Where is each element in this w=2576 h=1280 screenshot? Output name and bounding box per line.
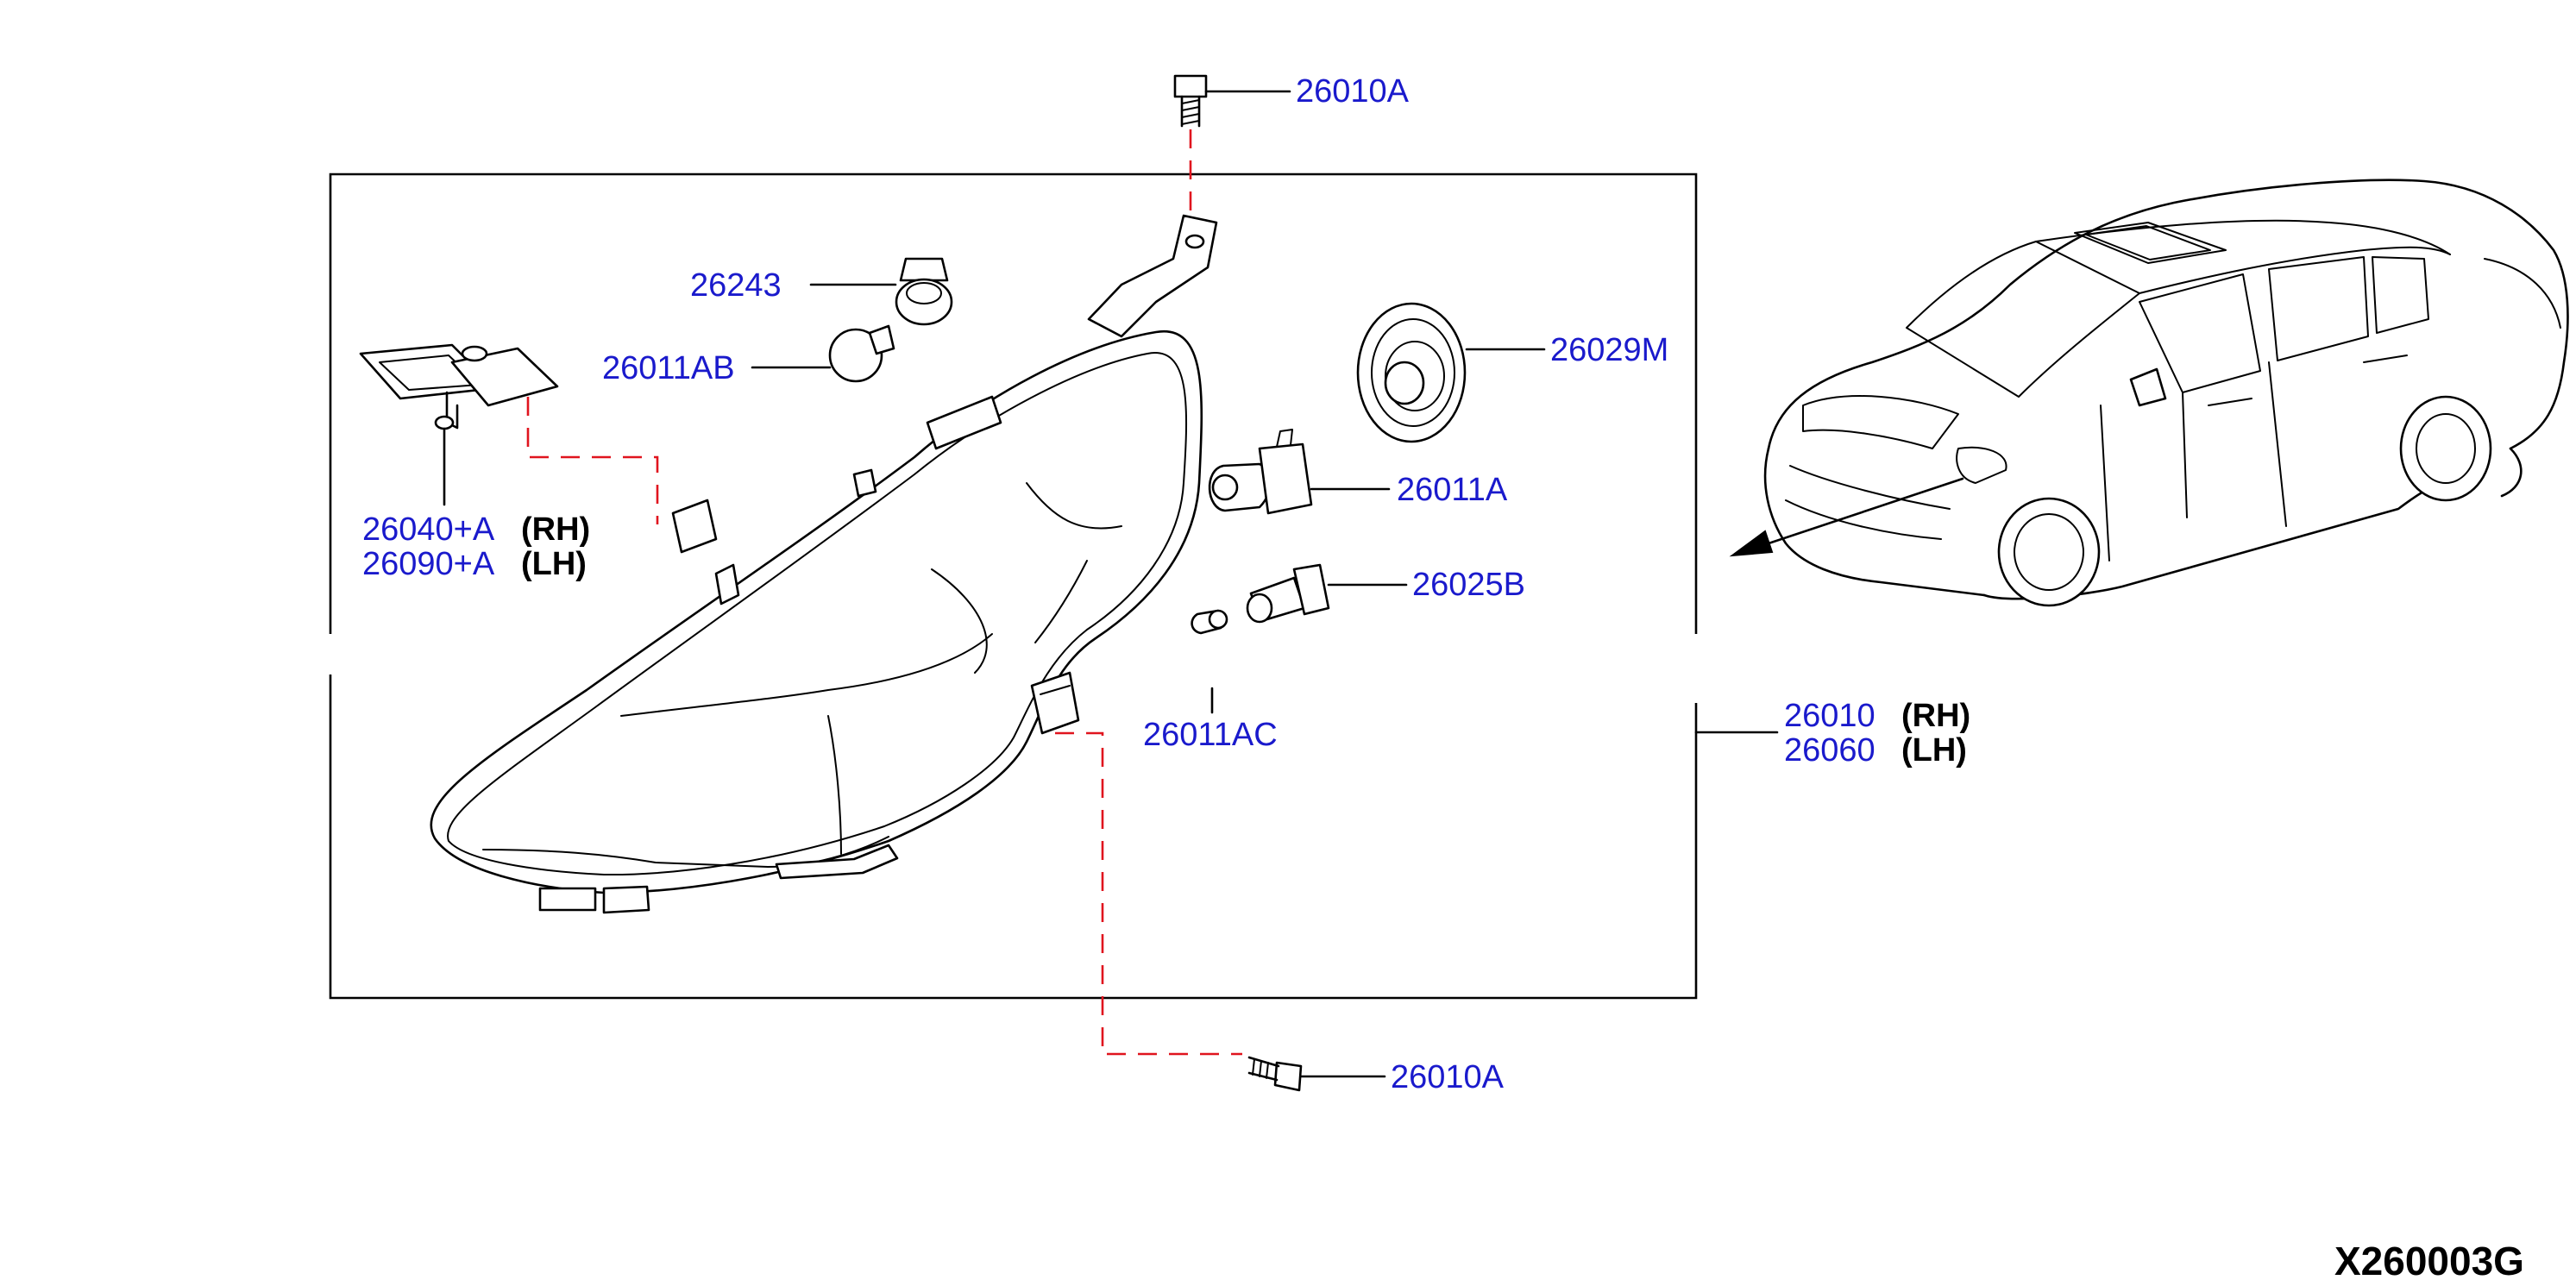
callout-bracket-lh-side: (LH) (521, 546, 587, 582)
callout-bracket-rh: 26040+A (362, 511, 495, 548)
assembly-frame (329, 173, 1698, 1000)
location-arrow (1729, 477, 1964, 557)
vehicle-illustration (1763, 179, 2569, 607)
bulb-26011A (1208, 429, 1391, 515)
socket-26025B (1246, 563, 1408, 624)
callout-bulb-main: 26011A (1397, 472, 1508, 508)
callout-assembly-rh: 26010 (1784, 698, 1875, 734)
cap-26029M (1356, 302, 1546, 443)
diagram-code: X260003G (2334, 1239, 2524, 1280)
callout-bulb-side: 26011AB (602, 350, 735, 386)
bulb-26011AC (1191, 609, 1228, 714)
bolt-top (1173, 74, 1291, 216)
callout-assembly-rh-side: (RH) (1901, 698, 1970, 734)
headlamp-housing (430, 214, 1218, 914)
callout-bracket-lh: 26090+A (362, 546, 495, 582)
callout-cap: 26029M (1550, 332, 1668, 368)
callout-assembly-lh: 26060 (1784, 732, 1875, 769)
callout-socket: 26243 (690, 267, 782, 304)
socket-26243 (809, 257, 953, 326)
callout-bolt-bottom: 26010A (1391, 1059, 1505, 1095)
callout-socket-small: 26025B (1412, 567, 1525, 603)
bulb-26011AB (751, 324, 895, 383)
bracket-assembly (359, 343, 659, 524)
callout-bulb-small: 26011AC (1143, 717, 1278, 753)
callout-bolt-top: 26010A (1296, 73, 1410, 110)
callout-bracket-rh-side: (RH) (521, 511, 590, 548)
callout-assembly-lh-side: (LH) (1901, 732, 1967, 769)
bolt-bottom (1055, 731, 1386, 1092)
